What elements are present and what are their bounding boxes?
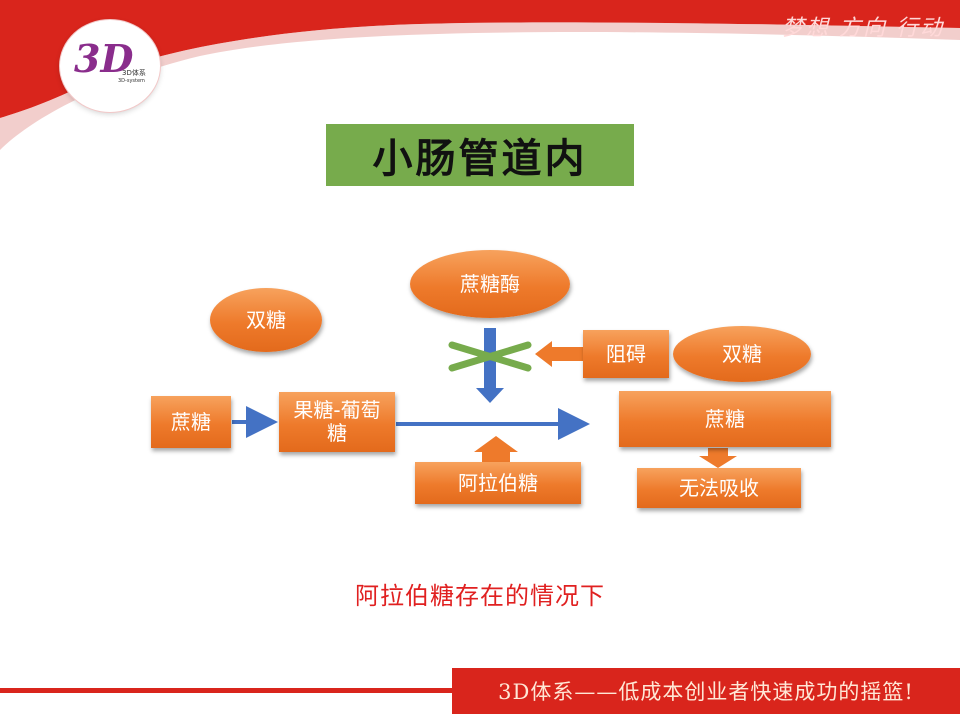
logo-mark: 3D	[74, 36, 134, 81]
node-disaccharide-right: 双糖	[673, 326, 811, 382]
node-arabinose: 阿拉伯糖	[415, 462, 581, 504]
header-slogan: 梦想 方向 行动	[782, 16, 944, 41]
footer-banner: 3D体系——低成本创业者快速成功的摇篮!	[452, 668, 960, 714]
arrow-arabinose-up	[474, 436, 518, 462]
node-block: 阻碍	[583, 330, 669, 378]
node-disaccharide-left: 双糖	[210, 288, 322, 352]
logo-subtitle-en: 3D-system	[118, 78, 145, 84]
slide-title: 小肠管道内	[326, 124, 634, 186]
arrow-sucrase-down	[476, 328, 504, 403]
node-cannot-absorb: 无法吸收	[637, 468, 801, 508]
brand-logo: 3D 3D体系 3D-system	[60, 20, 160, 112]
node-sucrose-left: 蔗糖	[151, 396, 231, 448]
node-sucrose-right: 蔗糖	[619, 391, 831, 447]
logo-subtitle-cn: 3D体系	[122, 69, 146, 77]
footer-rule	[0, 688, 452, 693]
cross-x-stroke-2	[448, 341, 532, 372]
arrow-block-left	[535, 341, 583, 367]
arrow-sucrose-down	[699, 448, 737, 468]
node-sucrase: 蔗糖酶	[410, 250, 570, 318]
node-fructose-glucose: 果糖-葡萄糖	[279, 392, 395, 452]
diagram-caption: 阿拉伯糖存在的情况下	[355, 582, 605, 610]
